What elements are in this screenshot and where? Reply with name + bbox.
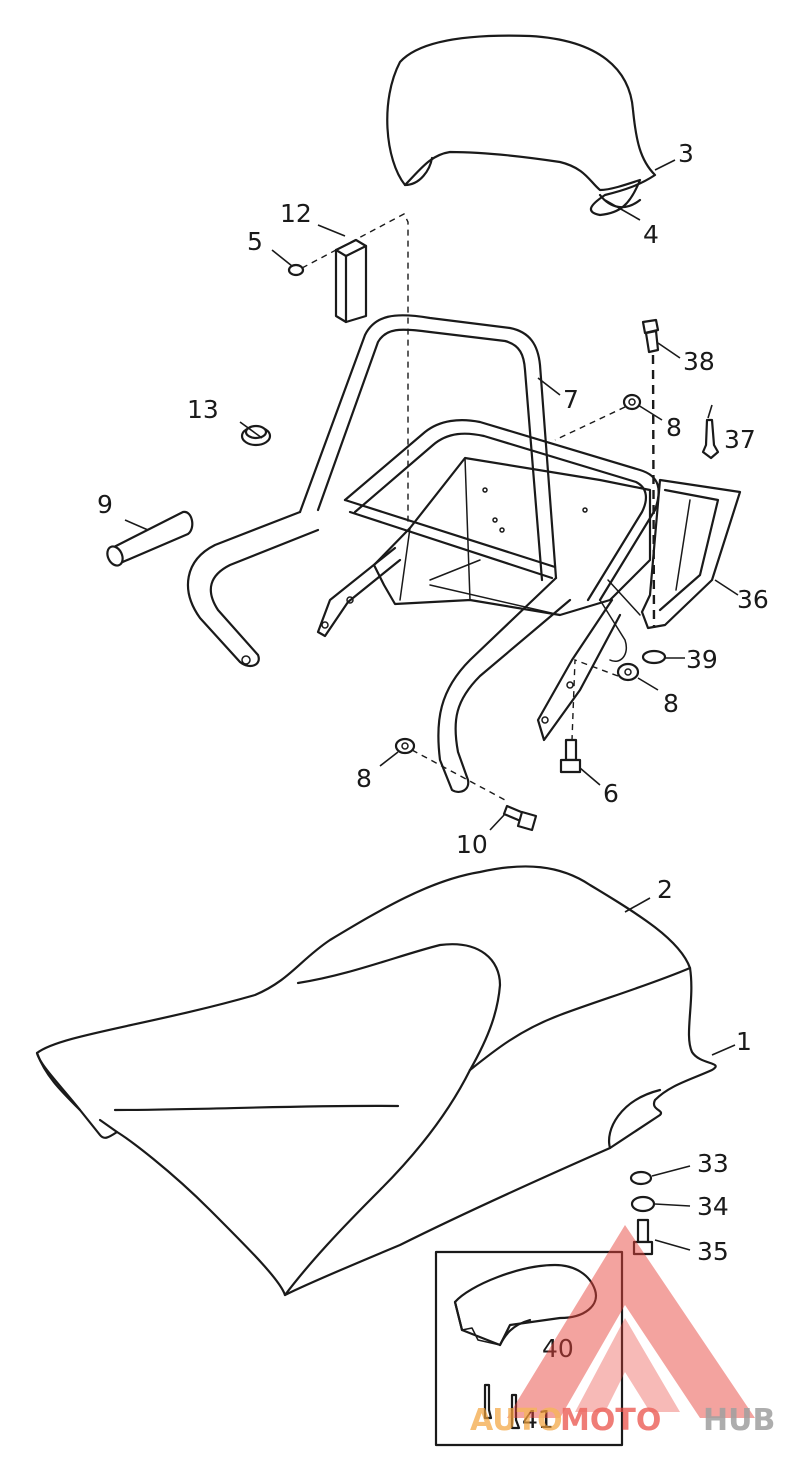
watermark-moto: MOTO: [560, 1403, 661, 1438]
callout-9: 9: [97, 490, 113, 519]
block-12: [334, 238, 368, 324]
side-cover-36: [640, 478, 742, 630]
callout-35: 35: [697, 1237, 729, 1266]
seat-1-2: [35, 865, 717, 1297]
backrest-pad: [386, 34, 657, 217]
callout-37: 37: [724, 425, 756, 454]
callout-1: 1: [736, 1027, 752, 1056]
washer-39: [641, 649, 667, 665]
callout-5: 5: [247, 227, 263, 256]
rivet-37: [701, 418, 720, 460]
callout-34: 34: [697, 1192, 729, 1221]
nut-8-mid: [616, 662, 640, 682]
watermark-hub: HUB: [703, 1403, 775, 1438]
washer-34: [630, 1195, 656, 1213]
callout-13: 13: [187, 395, 219, 424]
seat-frame-7: [186, 314, 660, 794]
callout-8-mid: 8: [663, 689, 679, 718]
callout-38: 38: [683, 347, 715, 376]
callout-12: 12: [280, 199, 312, 228]
bolt-38: [641, 318, 660, 354]
nut-8-top: [622, 393, 642, 411]
callout-3: 3: [678, 139, 694, 168]
grommet-13: [240, 424, 272, 447]
washer-33: [629, 1170, 653, 1186]
callout-7: 7: [563, 385, 579, 414]
callout-4: 4: [643, 220, 659, 249]
callout-2: 2: [657, 875, 673, 904]
callout-10: 10: [456, 830, 488, 859]
watermark-logo: AUTO MOTO HUB: [470, 1225, 775, 1438]
callout-8-low: 8: [356, 764, 372, 793]
callout-33: 33: [697, 1149, 729, 1178]
callout-41: 41: [522, 1405, 554, 1434]
tube-9: [106, 510, 194, 567]
callout-6: 6: [603, 779, 619, 808]
callout-8-top: 8: [666, 413, 682, 442]
callout-39: 39: [686, 645, 718, 674]
inset-box: [434, 1250, 624, 1447]
bolt-10: [502, 804, 538, 832]
callout-36: 36: [737, 585, 769, 614]
bolt-35: [632, 1218, 654, 1256]
watermark-auto: AUTO: [470, 1403, 563, 1438]
bolt-6: [559, 738, 582, 774]
callout-40: 40: [542, 1334, 574, 1363]
nut-8-low: [394, 737, 416, 755]
washer-5: [287, 263, 305, 277]
